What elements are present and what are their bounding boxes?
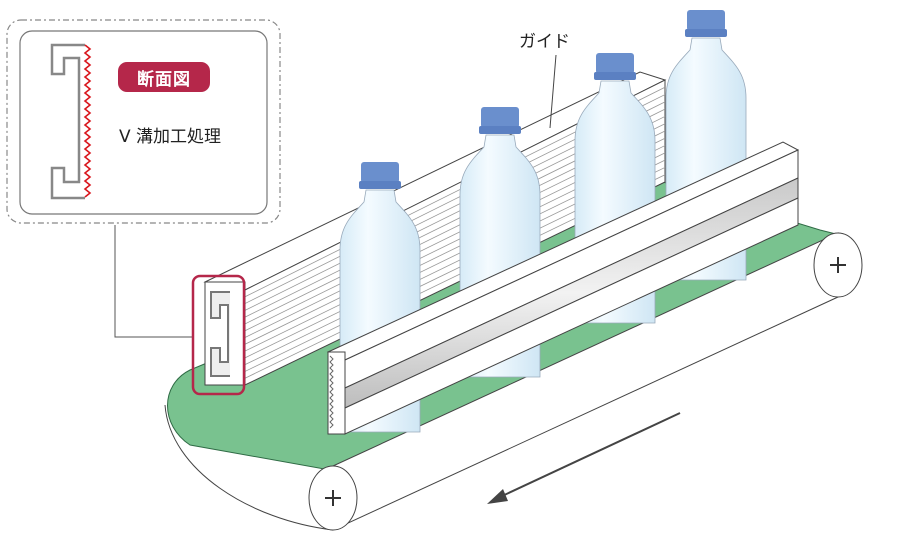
arrow-head-icon	[487, 489, 508, 504]
direction-arrow	[499, 412, 681, 498]
v-groove-label: V 溝加工処理	[119, 127, 222, 147]
cross-section-badge: 断面図	[118, 62, 210, 92]
cross-section-highlight	[191, 274, 246, 396]
callout-leader-line	[114, 225, 193, 338]
belt-curve	[164, 404, 334, 531]
v-groove-zigzag	[83, 44, 92, 198]
inset-outer-border	[6, 19, 281, 224]
front-guide	[326, 141, 800, 435]
guide-leader-line	[549, 54, 557, 129]
guide-label: ガイド	[519, 32, 570, 52]
cross-section-profile	[50, 43, 85, 200]
